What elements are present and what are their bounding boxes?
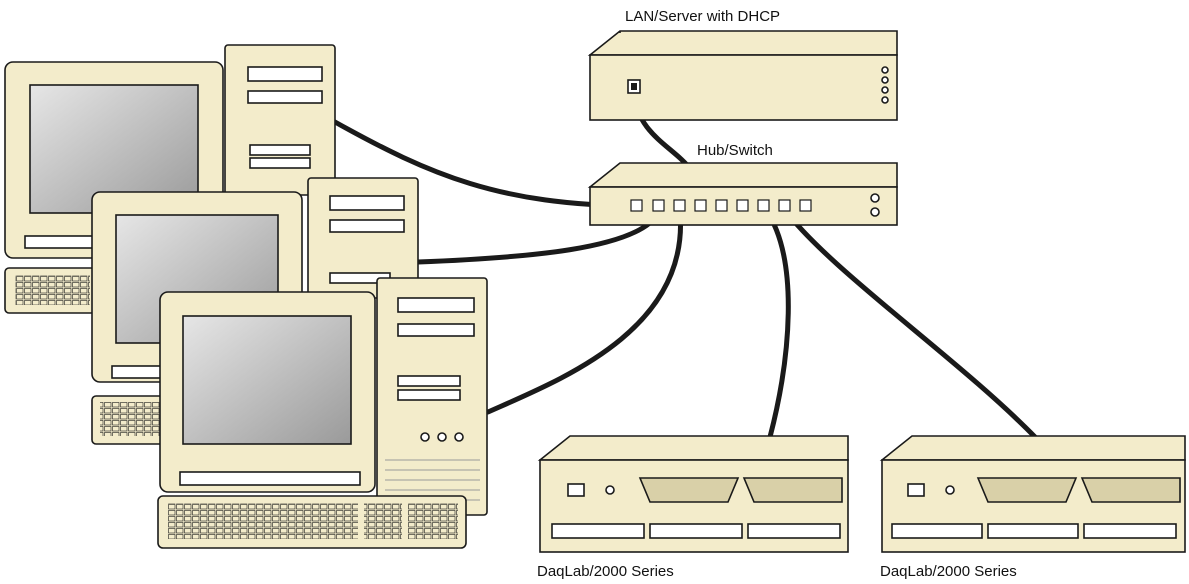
pc-3 — [157, 277, 488, 549]
cable-pc3-to-hub — [485, 209, 683, 415]
cable-hub-to-daq2 — [782, 207, 1038, 440]
cable-hub-to-daq1 — [763, 207, 791, 440]
server-label: LAN/Server with DHCP — [625, 8, 781, 25]
screen-3 — [182, 315, 352, 445]
lan-server — [587, 30, 898, 121]
daqlab-1-label: DaqLab/2000 Series — [537, 563, 674, 580]
cable-pc1-to-hub — [332, 119, 639, 209]
hub-label: Hub/Switch — [697, 142, 773, 159]
daqlab-1 — [537, 435, 849, 553]
hub-ports — [630, 199, 812, 212]
cables — [332, 89, 1038, 440]
daqlab-2-label: DaqLab/2000 Series — [880, 563, 1017, 580]
daqlab-2 — [879, 435, 1186, 553]
hub-switch — [587, 162, 898, 226]
